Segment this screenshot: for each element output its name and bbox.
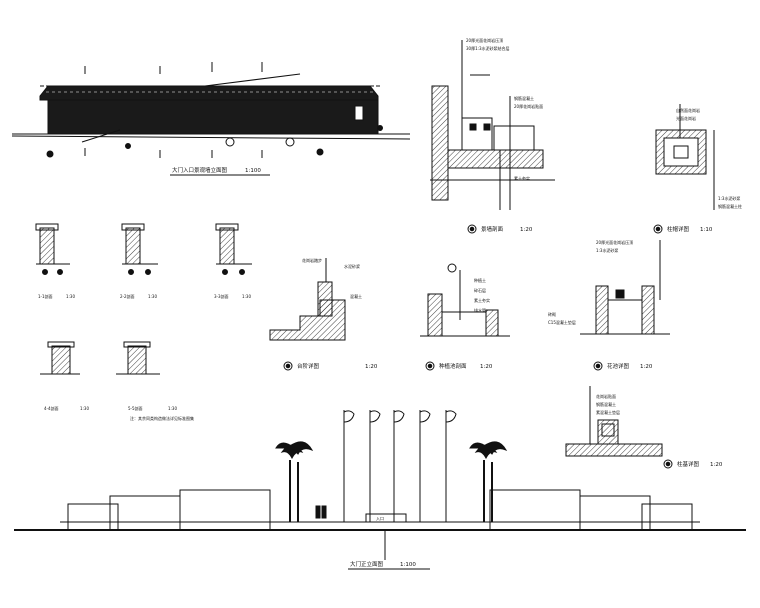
small-sections-note: 注：其余同类构造做法详见标准图集 [130,415,194,421]
elevation-title: 大门入口景观墙立面图 [172,166,228,174]
svg-text:2-2剖面: 2-2剖面 [120,293,135,299]
svg-text:30厚1:3水泥砂浆结合层: 30厚1:3水泥砂浆结合层 [466,45,510,51]
svg-text:1:20: 1:20 [710,462,723,468]
svg-text:1:3水泥砂浆: 1:3水泥砂浆 [718,195,740,201]
palm-trees-left [275,441,314,522]
svg-text:砖砌: 砖砌 [548,311,556,317]
svg-text:1:20: 1:20 [640,364,653,370]
svg-text:钢筋混凝土: 钢筋混凝土 [596,401,616,407]
svg-text:5-5剖面: 5-5剖面 [128,405,143,411]
detail-2-cap: 自然面花岗岩 光面花岗岩 1:3水泥砂浆 钢筋混凝土柱 柱帽详图 1:10 [653,104,742,234]
svg-text:1:3水泥砂浆: 1:3水泥砂浆 [596,247,618,253]
svg-text:钢筋混凝土柱: 钢筋混凝土柱 [718,203,742,209]
entrance-scale: 1:100 [400,562,416,568]
svg-text:花池详图: 花池详图 [607,362,630,370]
svg-text:景墙剖面: 景墙剖面 [481,225,504,233]
svg-text:素土夯实: 素土夯实 [474,297,490,303]
svg-text:钢筋混凝土: 钢筋混凝土 [514,95,534,101]
gate-sign: 入口 [376,516,384,521]
svg-text:素混凝土垫层: 素混凝土垫层 [596,409,620,415]
svg-text:花岗岩踏步: 花岗岩踏步 [302,257,322,263]
svg-text:1:20: 1:20 [365,364,378,370]
wall-elevation: 大门入口景观墙立面图 1:100 [11,62,411,176]
svg-text:1:30: 1:30 [66,294,75,299]
svg-text:台阶详图: 台阶详图 [297,362,320,370]
svg-text:花岗岩贴面: 花岗岩贴面 [596,393,616,399]
svg-text:碎石层: 碎石层 [474,287,486,293]
flag-poles [343,410,457,522]
small-sections-row-1: 1-1剖面 1:30 2-2剖面 1:30 3-3剖面 1:30 [35,223,252,299]
svg-text:种植池剖面: 种植池剖面 [439,362,467,370]
palm-trees-right [469,441,508,522]
svg-text:1:20: 1:20 [480,364,493,370]
svg-text:1:30: 1:30 [168,406,177,411]
svg-text:自然面花岗岩: 自然面花岗岩 [676,107,700,113]
svg-text:1:30: 1:30 [148,294,157,299]
svg-text:1:10: 1:10 [700,227,713,233]
svg-text:柱帽详图: 柱帽详图 [667,225,690,233]
small-sections-row-2: 4-4剖面 1:30 5-5剖面 1:30 注：其余同类构造做法详见标准图集 [40,341,194,421]
svg-text:4-4剖面: 4-4剖面 [44,405,59,411]
svg-text:排水管: 排水管 [474,307,486,313]
svg-text:素土夯实: 素土夯实 [514,175,530,181]
detail-4-flowerbed: 20厚光面花岗岩压顶 1:3水泥砂浆 砖砌 C15混凝土垫层 花池详图 1:20 [548,239,670,371]
svg-text:1-1剖面: 1-1剖面 [38,293,53,299]
svg-text:1:20: 1:20 [520,227,533,233]
detail-6-column-base: 花岗岩贴面 钢筋混凝土 素混凝土垫层 柱基详图 1:20 [565,386,723,469]
svg-text:混凝土: 混凝土 [350,293,362,299]
svg-text:光面花岗岩: 光面花岗岩 [676,115,696,121]
detail-5-steps: 花岗岩踏步 水泥砂浆 混凝土 台阶详图 1:20 [269,257,378,371]
detail-1-notes: 20厚光面花岗岩压顶 30厚1:3水泥砂浆结合层 钢筋混凝土 20厚花岗岩贴面 … [466,37,543,181]
detail-1-wall-section: 20厚光面花岗岩压顶 30厚1:3水泥砂浆结合层 钢筋混凝土 20厚花岗岩贴面 … [430,37,555,234]
detail-3-planter: 种植土 碎石层 素土夯实 排水管 种植池剖面 1:20 [420,263,510,371]
svg-text:20厚光面花岗岩压顶: 20厚光面花岗岩压顶 [466,37,503,43]
svg-text:20厚光面花岗岩压顶: 20厚光面花岗岩压顶 [596,239,633,245]
svg-text:C15混凝土垫层: C15混凝土垫层 [548,319,576,325]
elevation-scale: 1:100 [245,168,261,174]
entrance-title: 大门正立面图 [350,560,384,568]
svg-text:水泥砂浆: 水泥砂浆 [344,263,360,269]
svg-text:种植土: 种植土 [474,277,486,283]
entrance-elevation: 入口 大门正立面图 1:100 [14,410,746,570]
svg-text:1:30: 1:30 [242,294,251,299]
svg-text:20厚花岗岩贴面: 20厚花岗岩贴面 [514,103,543,109]
svg-text:3-3剖面: 3-3剖面 [214,293,229,299]
svg-text:柱基详图: 柱基详图 [677,460,700,468]
svg-text:1:30: 1:30 [80,406,89,411]
detail-1-marker [467,224,477,234]
